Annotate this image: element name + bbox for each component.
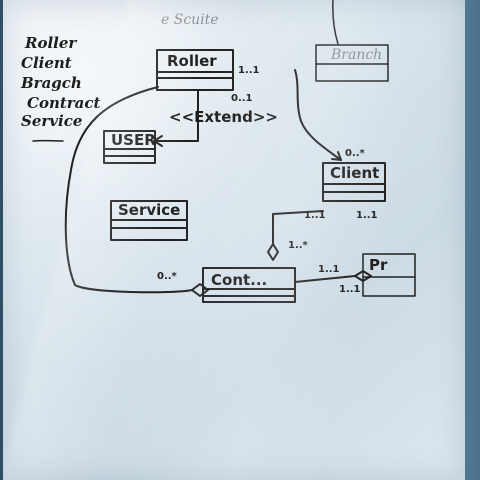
class-right-partial-box bbox=[362, 253, 416, 297]
class-branch-box bbox=[315, 44, 389, 82]
contract-diamond-top bbox=[267, 243, 279, 261]
top-to-contract-line bbox=[64, 86, 193, 294]
extend-multiplicity-label: 0..1 bbox=[231, 93, 253, 104]
legend-item-client: Client bbox=[21, 54, 72, 72]
branch-to-client-arrowhead bbox=[331, 151, 342, 161]
extend-arrowhead bbox=[153, 135, 163, 147]
class-contract: Cont... bbox=[202, 267, 296, 303]
class-top-label: Roller bbox=[167, 52, 217, 70]
right-diamond bbox=[354, 270, 372, 282]
class-right-partial-label: Pr bbox=[369, 256, 388, 274]
class-top: Roller bbox=[156, 49, 234, 91]
legend-item-service: Service bbox=[21, 112, 82, 130]
class-user-box bbox=[103, 130, 156, 164]
class-client-label: Client bbox=[330, 164, 379, 182]
class-service: Service bbox=[110, 200, 188, 241]
uml-diagram: e Scuite Roller Client Bragch Contract S… bbox=[20, 0, 416, 303]
class-user: USER bbox=[103, 130, 156, 164]
contract-top-multiplicity: 1..* bbox=[288, 240, 309, 251]
class-user-label: USER bbox=[111, 131, 156, 149]
class-right-partial: Pr bbox=[362, 253, 416, 297]
diagram-title: e Scuite bbox=[161, 12, 219, 28]
whiteboard: e Scuite Roller Client Bragch Contract S… bbox=[3, 0, 465, 480]
contract-to-right-line bbox=[294, 275, 356, 283]
legend-item-roller: Roller bbox=[24, 34, 77, 52]
top-edge-line bbox=[332, 0, 339, 45]
contract-left-multiplicity: 0..* bbox=[157, 271, 178, 282]
branch-to-client-line bbox=[294, 69, 342, 161]
contract-right-bottom-multiplicity: 1..1 bbox=[339, 284, 361, 295]
class-service-label: Service bbox=[118, 201, 180, 219]
class-client: Client bbox=[322, 162, 386, 202]
extend-label: <<Extend>> bbox=[169, 108, 278, 126]
contract-diamond-left bbox=[191, 283, 209, 297]
class-top-box bbox=[156, 49, 234, 91]
class-contract-label: Cont... bbox=[211, 271, 267, 289]
legend-item-bragch: Bragch bbox=[20, 74, 82, 92]
class-branch-label: Branch bbox=[330, 47, 382, 63]
client-left-multiplicity: 1..1 bbox=[304, 210, 326, 221]
client-top-multiplicity: 0..* bbox=[345, 148, 366, 159]
class-branch: Branch bbox=[315, 44, 389, 82]
client-to-contract-line bbox=[272, 210, 324, 245]
client-right-multiplicity: 1..1 bbox=[356, 210, 378, 221]
top-multiplicity-label: 1..1 bbox=[238, 65, 260, 76]
class-client-box bbox=[322, 162, 386, 202]
class-contract-box bbox=[202, 267, 296, 303]
extend-line bbox=[153, 90, 199, 142]
legend-item-contract: Contract bbox=[27, 94, 101, 112]
contract-right-top-multiplicity: 1..1 bbox=[318, 264, 340, 275]
